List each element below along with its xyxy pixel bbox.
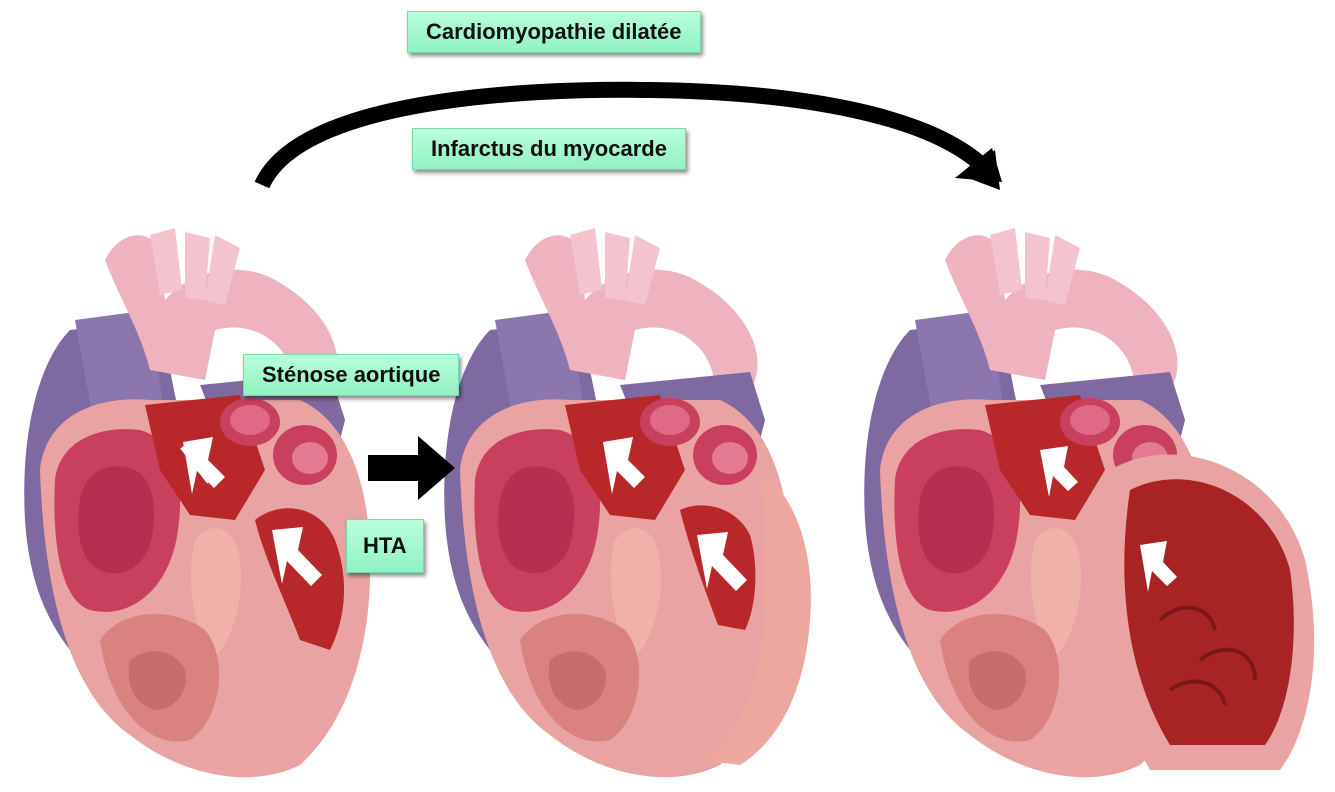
heart-hypertrophied <box>444 228 811 777</box>
label-cardiomyopathie-dilatee: Cardiomyopathie dilatée <box>407 11 701 53</box>
label-stenose-aortique: Sténose aortique <box>243 354 459 396</box>
label-hta: HTA <box>346 519 424 573</box>
progression-arrow-1-to-2 <box>368 436 455 500</box>
heart-normal <box>24 228 370 777</box>
label-infarctus-du-myocarde: Infarctus du myocarde <box>412 128 686 170</box>
heart-dilated <box>864 228 1314 777</box>
